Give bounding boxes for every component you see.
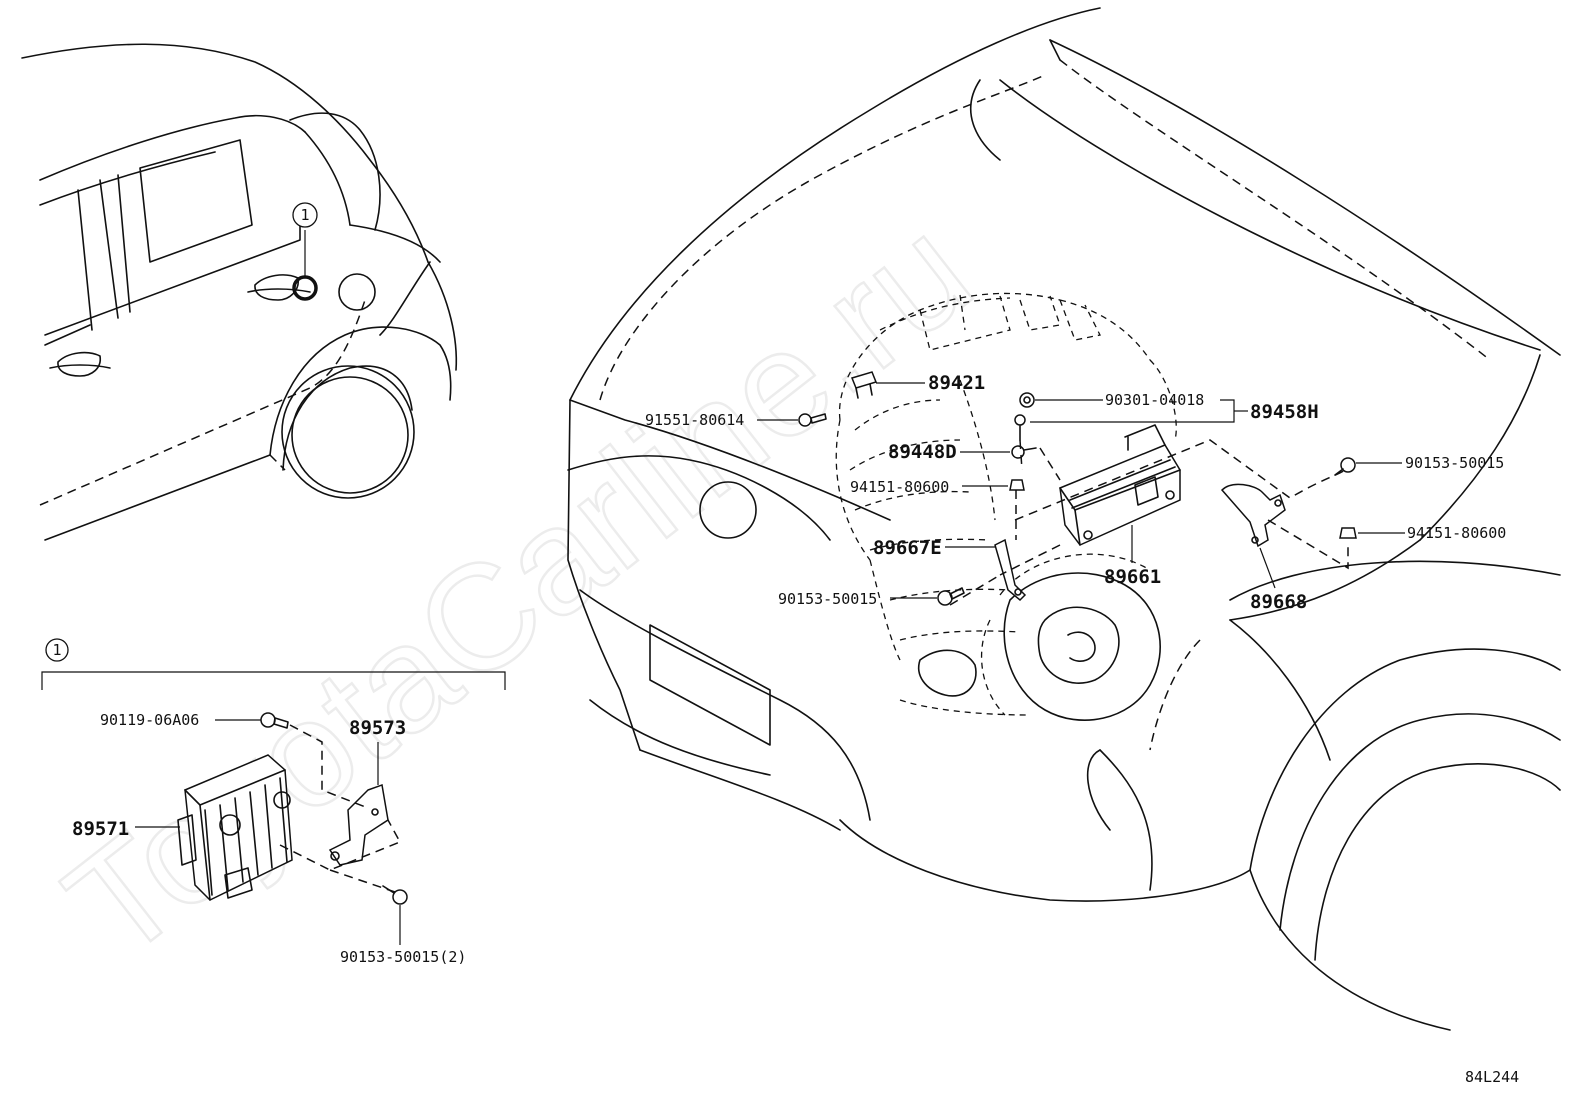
label-89571: 89571 (72, 818, 129, 840)
label-90301-04018: 90301-04018 (1105, 391, 1204, 409)
label-94151-80600-right: 94151-80600 (1407, 524, 1506, 542)
bracket-89573 (328, 783, 389, 866)
bolt-89448d (1011, 445, 1037, 459)
label-90119-06a06: 90119-06A06 (100, 711, 199, 729)
bolt-90153-50015-inset (382, 885, 408, 905)
watermark: ToyotaCarline.ru (36, 185, 1000, 990)
nut-94151-80600-left (1009, 479, 1025, 491)
connector-89421 (850, 371, 878, 399)
bolt-90153-50015-left (937, 587, 965, 606)
label-89661: 89661 (1104, 566, 1161, 588)
label-91551-80614: 91551-80614 (645, 411, 744, 429)
bracket-89667e (994, 538, 1027, 602)
nut-90301-04018 (1019, 392, 1035, 408)
bolt-90153-50015-right (1334, 457, 1356, 476)
nut-94151-80600-right (1339, 527, 1357, 539)
label-90153-50015-2: 90153-50015(2) (340, 948, 466, 966)
label-89458h: 89458H (1250, 401, 1319, 423)
bracket-89668 (1220, 483, 1286, 548)
callout-marker-number: 1 (300, 206, 309, 224)
bolt-91551-80614 (798, 413, 827, 427)
front-engine-view: 89421 90301-04018 89458H 91551-80614 894… (567, 7, 1561, 1031)
label-89667e: 89667E (873, 537, 942, 559)
diagram-code: 84L244 (1465, 1068, 1519, 1086)
label-89421: 89421 (928, 372, 985, 394)
inset-assembly: 1 (41, 638, 506, 966)
label-94151-80600-left: 94151-80600 (850, 478, 949, 496)
label-89668: 89668 (1250, 591, 1307, 613)
label-89448d: 89448D (888, 441, 957, 463)
inset-marker-number: 1 (52, 641, 61, 659)
ecu-89571 (177, 754, 293, 901)
bolt-90119-06a06 (260, 712, 289, 729)
inset-marker-circle (45, 638, 69, 662)
bolt-89458h (1014, 414, 1026, 441)
callout-marker-circle (292, 202, 318, 228)
ecu-89661 (1059, 424, 1181, 546)
label-90153-50015-right: 90153-50015 (1405, 454, 1504, 472)
label-90153-50015-left: 90153-50015 (778, 590, 877, 608)
rear-quarter-view: 1 (21, 43, 458, 541)
label-89573: 89573 (349, 717, 406, 739)
